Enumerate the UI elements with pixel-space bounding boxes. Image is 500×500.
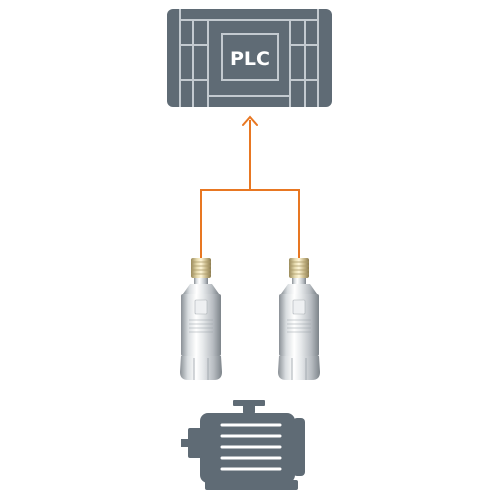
vibration-sensor-icon	[278, 258, 320, 380]
plc-controller-icon: PLC	[167, 9, 332, 107]
arrow-up-icon	[242, 115, 258, 126]
signal-wiring	[200, 120, 300, 258]
plc-label: PLC	[230, 48, 270, 70]
vibration-sensor-icon	[180, 258, 222, 380]
electric-motor-icon	[181, 400, 305, 490]
